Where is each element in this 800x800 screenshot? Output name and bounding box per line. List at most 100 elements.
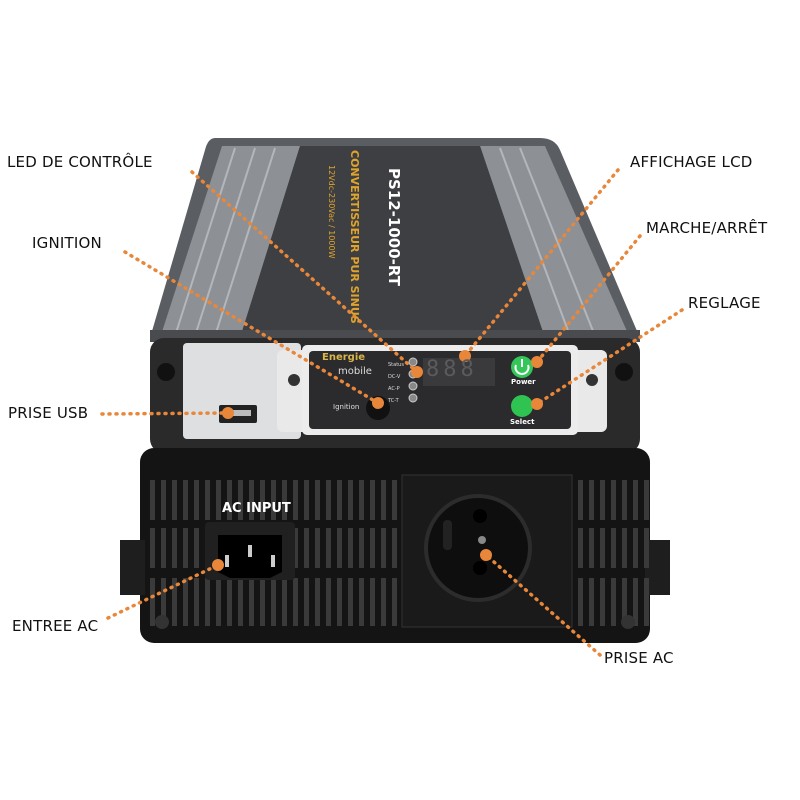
vent-slot — [611, 480, 616, 520]
vent-slot — [205, 480, 210, 520]
vent-slot — [600, 578, 605, 626]
vent-slot — [161, 578, 166, 626]
vent-slot — [578, 480, 583, 520]
vent-slot — [304, 480, 309, 520]
vent-slot — [622, 480, 627, 520]
usb-cover — [183, 343, 301, 439]
led-labels: Status DC-V AC-P TC-T — [388, 359, 404, 407]
vent-slot — [150, 578, 155, 626]
vent-slot — [392, 528, 397, 568]
vent-slot — [370, 528, 375, 568]
vent-slot — [348, 528, 353, 568]
vent-slot — [633, 480, 638, 520]
vent-slot — [392, 480, 397, 520]
vent-slot — [315, 528, 320, 568]
vent-slot — [227, 578, 232, 626]
vent-slot — [238, 578, 243, 626]
vent-slot — [644, 578, 649, 626]
vent-slot — [249, 480, 254, 520]
vent-slot — [183, 578, 188, 626]
vent-slot — [589, 578, 594, 626]
ignition-label: Ignition — [333, 403, 360, 411]
vent-slot — [172, 578, 177, 626]
vent-slot — [150, 480, 155, 520]
vent-slot — [260, 578, 265, 626]
vent-slot — [600, 480, 605, 520]
led-label: Status — [388, 362, 404, 368]
ac-socket[interactable] — [424, 494, 532, 602]
usb-leader — [100, 411, 230, 416]
vent-slot — [293, 528, 298, 568]
vent-slot — [381, 578, 386, 626]
select-button[interactable] — [511, 395, 533, 417]
vent-slot — [315, 578, 320, 626]
vent-slot — [600, 528, 605, 568]
vent-slot — [271, 480, 276, 520]
vent-slot — [622, 528, 627, 568]
vent-slot — [194, 480, 199, 520]
vent-slot — [348, 480, 353, 520]
vent-slot — [381, 528, 386, 568]
vent-slot — [644, 528, 649, 568]
led-label: TC-T — [388, 398, 399, 404]
vent-slot — [172, 480, 177, 520]
vent-slot — [282, 578, 287, 626]
ignition-leader — [123, 250, 380, 405]
model-number: PS12-1000-RT — [385, 168, 403, 286]
led-leader — [190, 170, 419, 374]
vent-slot — [578, 578, 583, 626]
vent-slot — [161, 480, 166, 520]
vent-slot — [589, 480, 594, 520]
power-label: Power — [511, 378, 536, 386]
led-label: AC-P — [388, 386, 400, 392]
ac-in-leader — [106, 563, 220, 620]
vent-slot — [205, 578, 210, 626]
vent-slot — [633, 528, 638, 568]
vent-slot — [359, 578, 364, 626]
vent-slot — [304, 578, 309, 626]
vent-slot — [370, 480, 375, 520]
vent-slot — [326, 480, 331, 520]
vent-slot — [194, 528, 199, 568]
callout-usb: PRISE USB — [8, 404, 89, 422]
vent-slot — [282, 480, 287, 520]
select-label: Select — [510, 418, 535, 426]
vent-slot — [194, 578, 199, 626]
vent-slot — [293, 480, 298, 520]
vent-slot — [359, 480, 364, 520]
vent-slot — [304, 528, 309, 568]
brand-logo-sub: mobile — [338, 366, 372, 377]
callout-ac-socket: PRISE AC — [604, 649, 674, 667]
callout-ac-input: ENTREE AC — [12, 617, 99, 635]
vent-slot — [271, 578, 276, 626]
vent-slot — [260, 480, 265, 520]
vent-slot — [293, 578, 298, 626]
vent-slot — [589, 528, 594, 568]
vent-slot — [644, 480, 649, 520]
vent-slot — [348, 578, 353, 626]
callout-ignition: IGNITION — [32, 234, 102, 252]
vent-slot — [172, 528, 177, 568]
product-label-line: CONVERTISSEUR PUR SINUS — [348, 150, 361, 324]
vent-slot — [611, 528, 616, 568]
lcd-display — [423, 358, 495, 386]
vent-slot — [370, 578, 375, 626]
vent-slot — [183, 480, 188, 520]
vent-slot — [359, 528, 364, 568]
vent-slot — [249, 578, 254, 626]
vent-slot — [238, 480, 243, 520]
callout-select: REGLAGE — [688, 294, 761, 312]
vent-slot — [315, 480, 320, 520]
vent-slot — [337, 480, 342, 520]
vent-slot — [337, 578, 342, 626]
led-label: DC-V — [388, 374, 401, 380]
inverter-body — [150, 138, 640, 342]
power-leader — [535, 234, 642, 364]
vent-slot — [227, 480, 232, 520]
vent-slot — [622, 578, 627, 626]
lcd-leader — [463, 168, 620, 358]
brand-logo: Energie — [322, 352, 366, 363]
lcd-digits: 888 — [426, 357, 478, 382]
